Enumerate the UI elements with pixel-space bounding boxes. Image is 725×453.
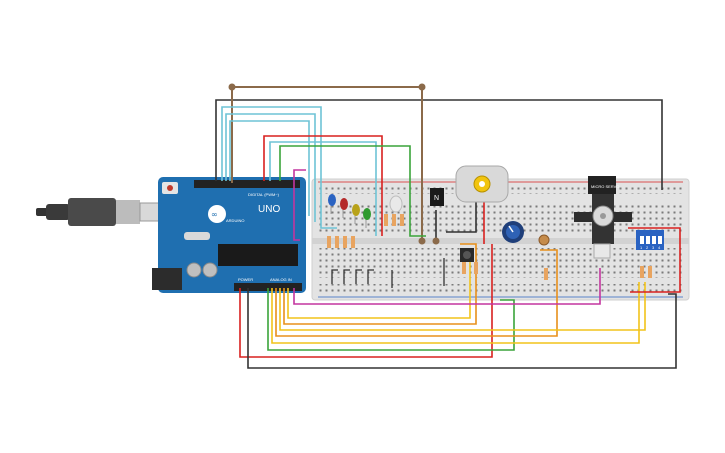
wire-red-dip [628,227,681,293]
usb-cable [36,198,171,226]
wire-cyan-1 [221,106,337,229]
resistor-icon [343,236,347,248]
transistor-label: N [434,195,439,202]
wire-red-left [239,244,493,358]
resistor-icon [462,262,466,274]
resistor-icon [474,262,478,274]
wires [215,83,681,369]
wire-red-top [263,135,383,236]
transistor-icon: N [430,188,444,206]
board-logo-text: ARDUINO [226,218,244,223]
led-red-icon [340,198,348,218]
arduino-board: ∞ UNO ARDUINO DIGITAL (PWM~) POWER ANALO… [152,177,306,293]
dip-number-4: 4 [658,245,661,250]
dc-motor-icon [455,165,509,203]
digital-label: DIGITAL (PWM~) [248,192,280,197]
dip-number-3: 3 [652,245,655,250]
wire-green-bottom [267,288,515,351]
analog-header [234,283,302,291]
resistor-icon [544,268,548,280]
dip-number-1: 1 [640,245,643,250]
resistor-icon [384,214,388,226]
resistor-icon [648,266,652,278]
board-brand: UNO [258,204,280,215]
pushbutton-icon[interactable] [460,248,474,262]
wire-yellow-2 [279,282,646,331]
wire-black-top [215,99,663,190]
resistor-icon [327,236,331,248]
wire-yellow-3 [287,258,471,319]
rgb-led-icon [389,195,403,213]
led-yellow-icon [352,204,360,224]
resistor-icon [640,266,644,278]
wire-magenta-bottom [293,268,601,305]
dip-number-2: 2 [646,245,649,250]
potentiometer-icon[interactable] [502,221,524,243]
led-blue-icon [328,194,336,214]
led-group [328,194,371,228]
resistor-group [327,214,652,280]
resistor-icon [400,214,404,226]
resistor-icon [335,236,339,248]
wire-brown-top [231,86,423,240]
led-green-icon [363,208,371,228]
digital-header [194,180,300,188]
wire-cyan-2 [225,113,316,222]
resistor-icon [392,214,396,226]
resistor-icon [351,236,355,248]
jumper-stubs [331,258,445,288]
atmega-chip [218,244,298,266]
wire-yellow-1 [271,282,640,344]
wire-green-top [279,145,426,237]
reset-button-icon[interactable] [167,185,173,191]
wire-orange-1 [275,249,558,337]
svg-text:∞: ∞ [211,210,218,219]
arduino-logo-icon [208,205,226,223]
analog-label: ANALOG IN [270,277,292,282]
servo-icon: MICRO SERVO [574,176,632,259]
wire-orange-2 [283,243,477,325]
power-label: POWER [238,277,253,282]
wire-black-bottom [247,288,677,369]
dip-switch-icon[interactable]: 1 2 3 4 [636,230,664,250]
wire-cyan-4 [269,141,377,236]
wire-black-motor [446,200,477,233]
photoresistor-icon [538,234,550,246]
wire-cyan-3 [229,120,310,216]
wire-magenta-side [293,169,306,241]
servo-label: MICRO SERVO [591,184,619,189]
